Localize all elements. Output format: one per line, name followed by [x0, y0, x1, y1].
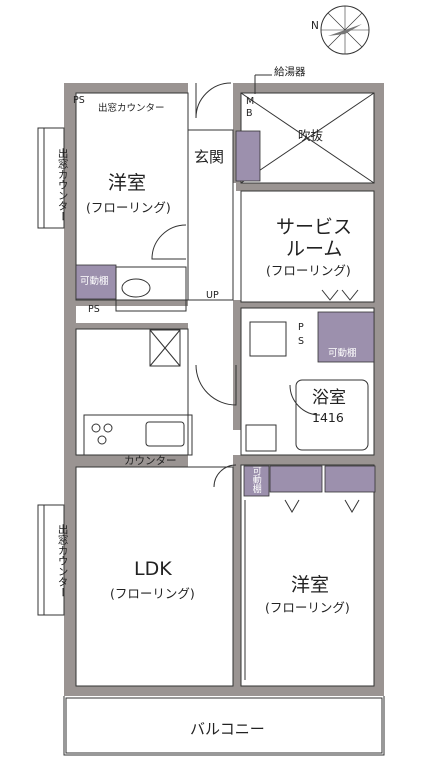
- up-label: UP: [206, 290, 219, 301]
- counter-label: カウンター: [124, 455, 177, 467]
- doors: [151, 82, 360, 513]
- movable-shelf-right-label: 可動棚: [328, 348, 357, 359]
- fukinuke-label: 吹抜: [298, 128, 324, 143]
- ldk-floor: (フローリング): [110, 586, 195, 601]
- bay-counter-left-top-label: 出窓カウンター: [56, 148, 69, 222]
- bay-counter-top-label: 出窓カウンター: [98, 103, 165, 114]
- bath-name: 浴室: [312, 388, 346, 408]
- western-room-top-name: 洋室: [108, 172, 147, 194]
- service-room-line2: ルーム: [286, 238, 343, 260]
- genkan-label: 玄関: [194, 148, 225, 166]
- mb-b-label: B: [246, 108, 253, 119]
- western-room-bottom-name: 洋室: [291, 574, 330, 596]
- service-room-floor: (フローリング): [266, 263, 351, 278]
- ldk-name: LDK: [134, 558, 172, 580]
- ps-p-label: P: [298, 322, 304, 333]
- ps-bottom-left-label: PS: [88, 304, 100, 315]
- movable-shelf-vertical-label: 可動棚: [250, 466, 261, 493]
- room-outlines: [75, 92, 375, 687]
- boiler-label: 給湯器: [274, 66, 306, 78]
- balcony-label: バルコニー: [190, 720, 265, 738]
- western-room-bottom-floor: (フローリング): [265, 600, 350, 615]
- compass-icon: [320, 5, 370, 55]
- ps-top-left-label: PS: [73, 95, 85, 106]
- compass-north-label: N: [311, 20, 319, 32]
- western-room-top-floor: (フローリング): [86, 200, 171, 215]
- balcony-outline: [63, 696, 385, 756]
- service-room-line1: サービス: [276, 216, 353, 238]
- ps-s-label: S: [298, 336, 305, 347]
- bath-size: 1416: [312, 410, 344, 425]
- movable-shelf-left-label: 可動棚: [80, 276, 109, 287]
- walls: [64, 83, 384, 696]
- storage-shelves: [75, 130, 376, 497]
- fixtures: [83, 266, 369, 680]
- bay-counter-left-bottom-label: 出窓カウンター: [56, 524, 69, 598]
- mb-m-label: M: [246, 96, 255, 107]
- bay-windows: [37, 127, 65, 616]
